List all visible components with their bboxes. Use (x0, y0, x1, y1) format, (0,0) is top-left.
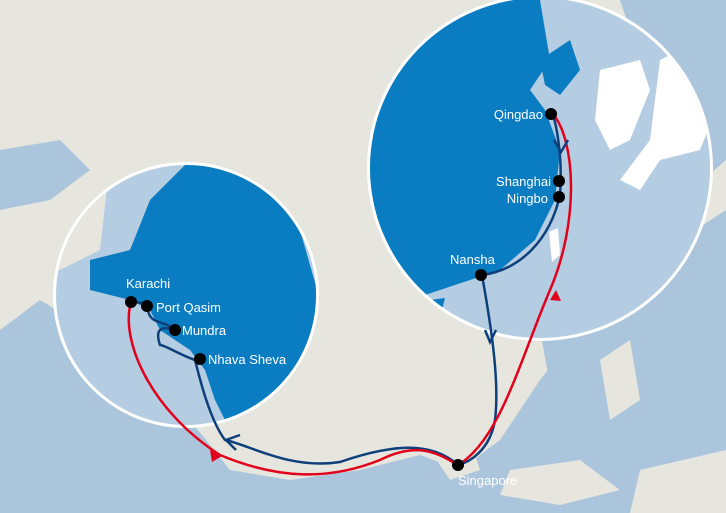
port-singapore[interactable]: Singapore (452, 459, 517, 488)
port-port-qasim[interactable]: Port Qasim (141, 300, 221, 315)
port-label: Shanghai (496, 174, 551, 189)
port-label: Singapore (458, 473, 517, 488)
arrow-icon (552, 139, 570, 155)
route-arrows (210, 139, 570, 462)
arrow-icon (550, 290, 561, 301)
port-label: Karachi (126, 276, 170, 291)
port-ningbo[interactable]: Ningbo (507, 191, 565, 206)
port-karachi[interactable]: Karachi (125, 276, 170, 308)
east-focus-circle (367, 0, 713, 341)
port-label: Mundra (182, 323, 227, 338)
port-shanghai[interactable]: Shanghai (496, 174, 565, 189)
port-nansha[interactable]: Nansha (450, 252, 496, 281)
port-nhava-sheva[interactable]: Nhava Sheva (194, 352, 287, 367)
arrow-icon (483, 329, 498, 346)
port-label: Nhava Sheva (208, 352, 287, 367)
port-label: Ningbo (507, 191, 548, 206)
port-label: Port Qasim (156, 300, 221, 315)
port-label: Nansha (450, 252, 496, 267)
arrow-icon (223, 433, 241, 451)
land-masses (430, 340, 726, 513)
arrow-icon (210, 450, 222, 462)
port-qingdao[interactable]: Qingdao (494, 107, 557, 122)
red-route (127, 113, 573, 476)
port-mundra[interactable]: Mundra (169, 323, 227, 338)
port-label: Qingdao (494, 107, 543, 122)
